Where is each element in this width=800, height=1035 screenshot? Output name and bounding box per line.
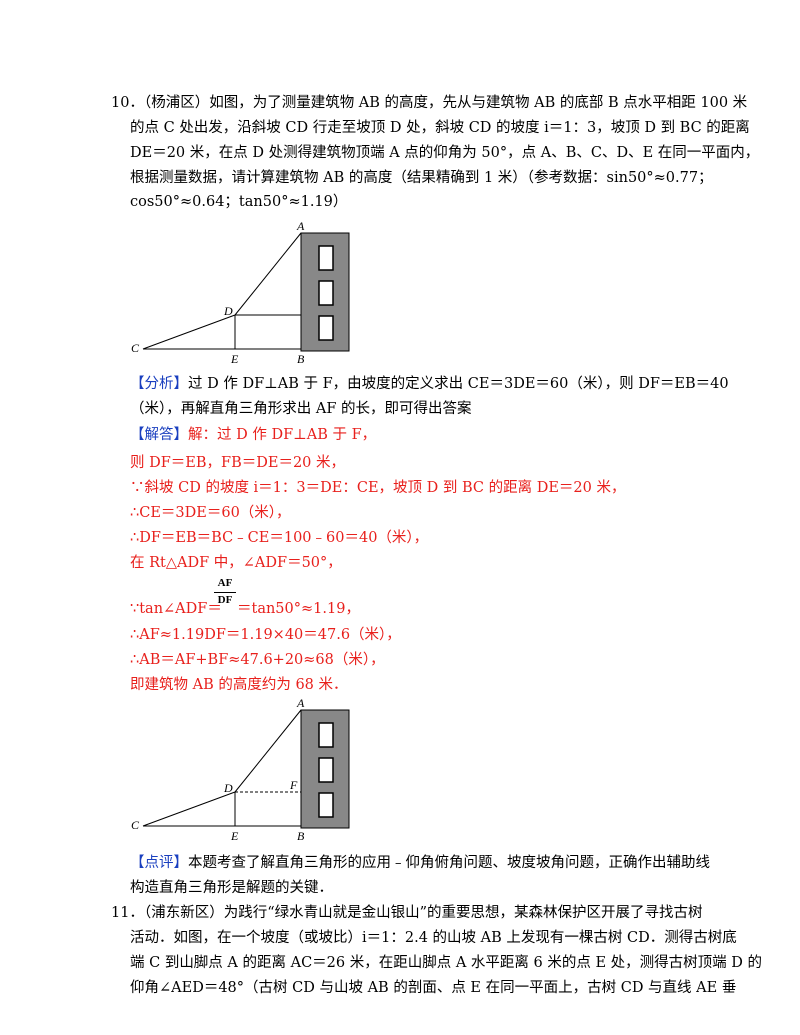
answer-line-6: 在 Rt△ADF 中，∠ADF＝50°， <box>130 555 342 571</box>
figure-2-diagram: A D F C E B <box>131 696 350 843</box>
fraction-bar <box>214 592 236 593</box>
label-c: C <box>131 341 140 355</box>
analysis-line-2: （米），再解直角三角形求出 AF 的长，即可得出答案 <box>130 401 472 417</box>
fraction-denominator: DF <box>217 594 233 606</box>
analysis-text-1: 过 D 作 DF⊥AB 于 F，由坡度的定义求出 CE＝3DE＝60（米），则 … <box>188 376 729 392</box>
slope-cd <box>142 314 236 350</box>
problem11-line-4: 仰角∠AED＝48°（古树 CD 与山坡 AB 的剖面、点 E 在同一平面上，古… <box>130 980 737 996</box>
building-window <box>318 280 334 306</box>
line-da <box>234 709 302 793</box>
problem11-line-1: 11．（浦东新区）为践行“绿水青山就是金山银山”的重要思想，某森林保护区开展了寻… <box>111 905 703 921</box>
analysis-line-1: 【分析】过 D 作 DF⊥AB 于 F，由坡度的定义求出 CE＝3DE＝60（米… <box>130 374 729 394</box>
comment-line-2: 构造直角三角形是解题的关键． <box>130 880 333 896</box>
problem10-line-1: 10．（杨浦区）如图，为了测量建筑物 AB 的高度，先从与建筑物 AB 的底部 … <box>111 95 748 111</box>
answer-line-7-pre: ∵tan∠ADF＝ <box>130 601 222 617</box>
building-window <box>318 792 334 818</box>
label-b: B <box>297 352 305 366</box>
answer-line-4: ∴CE＝3DE＝60（米）， <box>130 505 291 521</box>
answer-line-8: ∴AF≈1.19DF＝1.19×40＝47.6（米）， <box>130 627 401 643</box>
answer-line-7-post: ＝tan50°≈1.19， <box>237 601 360 617</box>
answer-line-5: ∴DF＝EB＝BC﹣CE＝100﹣60＝40（米）， <box>130 530 429 546</box>
building-window <box>318 722 334 748</box>
building-window <box>318 757 334 783</box>
comment-tag: 【点评】 <box>130 855 188 871</box>
label-f: F <box>289 778 298 792</box>
answer-line-2: 则 DF＝EB，FB＝DE＝20 米， <box>130 455 346 471</box>
comment-line-1: 【点评】本题考查了解直角三角形的应用﹣仰角俯角问题、坡度坡角问题，正确作出辅助线 <box>130 853 710 873</box>
comment-text-1: 本题考查了解直角三角形的应用﹣仰角俯角问题、坡度坡角问题，正确作出辅助线 <box>188 855 710 871</box>
label-d: D <box>223 304 233 318</box>
answer-line-9: ∴AB＝AF+BF≈47.6+20≈68（米）， <box>130 652 385 668</box>
figure-1-diagram: A D C E B <box>131 219 350 366</box>
building-window <box>318 315 334 341</box>
problem11-line-3: 端 C 到山脚点 A 的距离 AC＝26 米，在距山脚点 A 水平距离 6 米的… <box>130 955 763 971</box>
analysis-tag: 【分析】 <box>130 376 188 392</box>
answer-tag: 【解答】 <box>130 427 188 443</box>
line-da <box>234 232 302 316</box>
label-d: D <box>223 781 233 795</box>
problem10-line-5: cos50°≈0.64；tan50°≈1.19） <box>130 194 348 210</box>
answer-line-3: ∵斜坡 CD 的坡度 i＝1：3＝DE：CE，坡顶 D 到 BC 的距离 DE＝… <box>130 480 626 496</box>
answer-text-1: 解：过 D 作 DF⊥AB 于 F， <box>188 427 377 443</box>
problem10-line-3: DE＝20 米，在点 D 处测得建筑物顶端 A 点的仰角为 50°，点 A、B、… <box>130 145 760 161</box>
label-a: A <box>296 696 305 710</box>
problem10-line-4: 根据测量数据，请计算建筑物 AB 的高度（结果精确到 1 米）（参考数据：sin… <box>130 170 713 186</box>
label-e: E <box>230 829 239 843</box>
building-window <box>318 245 334 271</box>
label-b: B <box>297 829 305 843</box>
slope-cd <box>142 791 236 827</box>
label-e: E <box>230 352 239 366</box>
label-c: C <box>131 818 140 832</box>
fraction-numerator: AF <box>217 577 233 589</box>
answer-line-10: 即建筑物 AB 的高度约为 68 米． <box>130 677 348 693</box>
problem10-line-2: 的点 C 处出发，沿斜坡 CD 行走至坡顶 D 处，斜坡 CD 的坡度 i＝1：… <box>130 120 750 136</box>
label-a: A <box>296 219 305 233</box>
answer-line-1: 【解答】解：过 D 作 DF⊥AB 于 F， <box>130 425 376 445</box>
problem11-line-2: 活动．如图，在一个坡度（或坡比）i＝1：2.4 的山坡 AB 上发现有一棵古树 … <box>130 930 737 946</box>
